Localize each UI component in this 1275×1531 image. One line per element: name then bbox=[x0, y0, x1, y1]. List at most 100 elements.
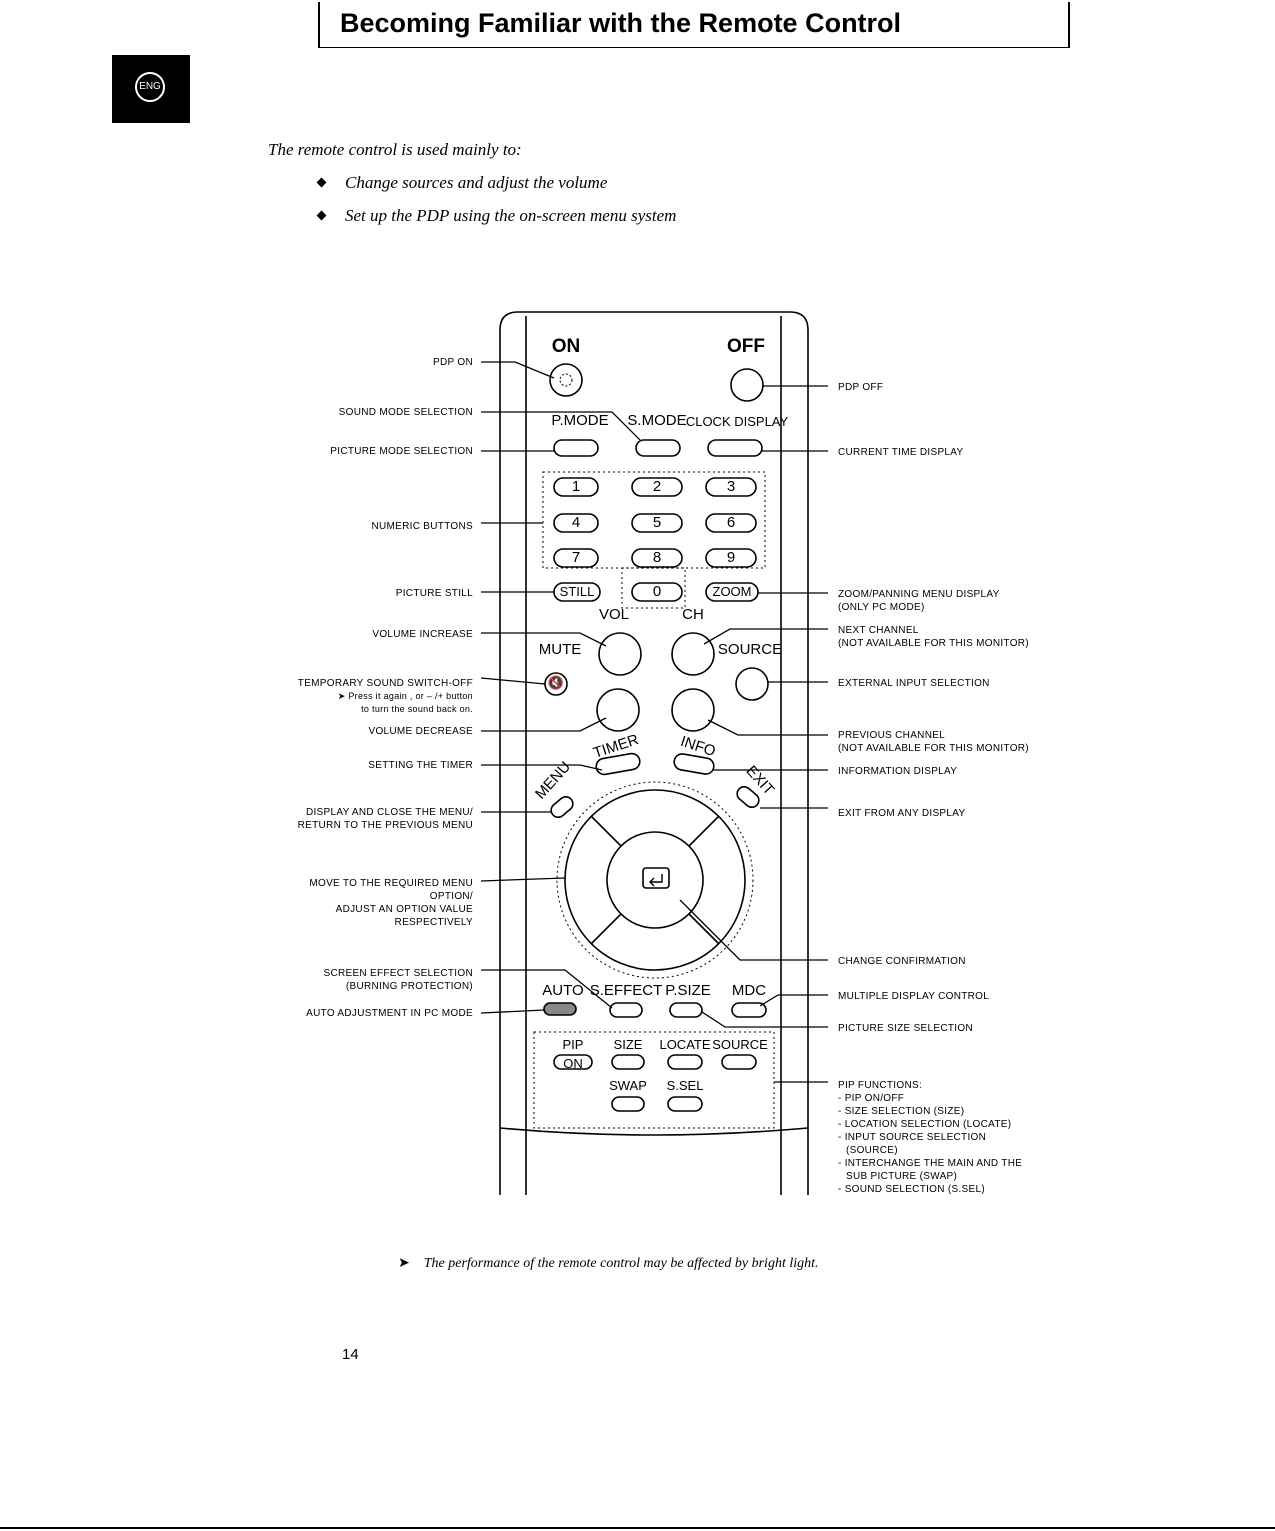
key-0 bbox=[631, 582, 683, 602]
callout-move: MOVE TO THE REQUIRED MENU OPTION/ ADJUST… bbox=[309, 877, 473, 929]
callout-ch-up: NEXT CHANNEL (NOT AVAILABLE FOR THIS MON… bbox=[838, 624, 1029, 650]
mute-label: MUTE bbox=[538, 641, 582, 658]
ch-down-button bbox=[671, 688, 715, 732]
leader-line bbox=[759, 994, 828, 1007]
bullet-text: Set up the PDP using the on-screen menu … bbox=[345, 206, 677, 225]
page-title: Becoming Familiar with the Remote Contro… bbox=[340, 8, 902, 38]
callout-mute-note: ➤ Press it again , or – /+ button bbox=[298, 690, 473, 703]
pip-label: PIP bbox=[562, 1037, 584, 1052]
callout-seffect: SCREEN EFFECT SELECTION (BURNING PROTECT… bbox=[323, 967, 473, 993]
callout-seffect-line: SCREEN EFFECT SELECTION bbox=[323, 968, 473, 979]
remote-lower-curve bbox=[499, 1127, 809, 1136]
callout-pip-line: - SOUND SELECTION (S.SEL) bbox=[838, 1184, 985, 1195]
key-5 bbox=[631, 513, 683, 533]
callout-timer: SETTING THE TIMER bbox=[368, 760, 473, 771]
pmode-label: P.MODE bbox=[551, 412, 609, 429]
swap-label: SWAP bbox=[609, 1078, 647, 1093]
leader-line bbox=[480, 677, 546, 685]
diamond-bullet-icon bbox=[316, 210, 327, 221]
psize-label: P.SIZE bbox=[665, 982, 711, 999]
remote-body-outer bbox=[499, 311, 809, 1195]
callout-clock: CURRENT TIME DISPLAY bbox=[838, 447, 964, 458]
callout-vol-down: VOLUME DECREASE bbox=[368, 726, 473, 737]
callout-pip-line: SUB PICTURE (SWAP) bbox=[846, 1171, 958, 1182]
size-label: SIZE bbox=[613, 1037, 643, 1052]
callout-source: EXTERNAL INPUT SELECTION bbox=[838, 678, 990, 689]
leader-line bbox=[481, 632, 607, 647]
mute-button bbox=[544, 672, 568, 696]
power-on-button bbox=[549, 363, 583, 397]
info-label: INFO bbox=[678, 732, 718, 761]
digit-label: 0 bbox=[652, 583, 662, 600]
footer-note-text: The performance of the remote control ma… bbox=[423, 1256, 819, 1271]
auto-label: AUTO bbox=[542, 982, 584, 999]
dpad-center-ring bbox=[606, 831, 704, 929]
ch-label: CH bbox=[682, 606, 704, 623]
leader-line bbox=[480, 1009, 545, 1014]
leader-line bbox=[701, 1011, 828, 1028]
callout-menu: DISPLAY AND CLOSE THE MENU/ RETURN TO TH… bbox=[298, 806, 473, 832]
pip-source-button bbox=[721, 1054, 757, 1070]
bullet-item: Set up the PDP using the on-screen menu … bbox=[316, 206, 677, 226]
smode-label: S.MODE bbox=[627, 412, 687, 429]
key-2 bbox=[631, 477, 683, 497]
eng-icon: ENG bbox=[135, 72, 165, 102]
key-7 bbox=[553, 548, 599, 568]
clock-button bbox=[707, 439, 763, 457]
exit-label: EXIT bbox=[742, 762, 778, 799]
header-box: Becoming Familiar with the Remote Contro… bbox=[318, 2, 1070, 48]
digit-label: 9 bbox=[726, 549, 736, 566]
still-button bbox=[553, 582, 601, 602]
callout-pdp-off: PDP OFF bbox=[838, 382, 884, 393]
zoom-label: ZOOM bbox=[712, 584, 752, 599]
digit-label: 5 bbox=[652, 514, 662, 531]
callout-mute-title: TEMPORARY SOUND SWITCH-OFF bbox=[297, 678, 473, 689]
callout-pip-line: - INPUT SOURCE SELECTION bbox=[838, 1132, 987, 1143]
leader-line bbox=[703, 628, 828, 645]
vol-up-button bbox=[598, 632, 642, 676]
mdc-button bbox=[731, 1002, 767, 1018]
callout-zoom-line: ZOOM/PANNING MENU DISPLAY bbox=[838, 589, 1000, 600]
callout-menu-line: DISPLAY AND CLOSE THE MENU/ bbox=[305, 807, 473, 818]
ch-up-button bbox=[671, 632, 715, 676]
info-button bbox=[673, 753, 715, 775]
digit-label: 1 bbox=[571, 478, 581, 495]
callout-mdc: MULTIPLE DISPLAY CONTROL bbox=[838, 991, 990, 1002]
leader-line bbox=[481, 969, 613, 1009]
enter-arrow-icon bbox=[649, 874, 663, 887]
callout-pdp-on: PDP ON bbox=[433, 357, 473, 368]
callout-still: PICTURE STILL bbox=[395, 588, 473, 599]
key-3 bbox=[705, 477, 757, 497]
psize-button bbox=[669, 1002, 703, 1018]
footer-note: ➤ The performance of the remote control m… bbox=[398, 1255, 819, 1272]
leader-line bbox=[679, 899, 828, 961]
note-arrow-icon: ➤ bbox=[398, 1256, 410, 1271]
locate-button bbox=[667, 1054, 703, 1070]
digit-label: 3 bbox=[726, 478, 736, 495]
pip-area bbox=[533, 1031, 775, 1129]
on-label: ON bbox=[551, 336, 581, 357]
callout-move-line: OPTION/ bbox=[429, 891, 473, 902]
smode-button bbox=[635, 439, 681, 457]
pmode-button bbox=[553, 439, 599, 457]
power-off-button bbox=[730, 368, 764, 402]
callout-move-line: RESPECTIVELY bbox=[394, 917, 473, 928]
source-button bbox=[735, 667, 769, 701]
ssel-label: S.SEL bbox=[666, 1078, 704, 1093]
callout-ch-down-line: (NOT AVAILABLE FOR THIS MONITOR) bbox=[838, 743, 1029, 754]
timer-button bbox=[595, 752, 641, 776]
dpad-divider bbox=[590, 815, 622, 847]
leader-line bbox=[481, 361, 555, 379]
callout-psize: PICTURE SIZE SELECTION bbox=[838, 1023, 973, 1034]
dpad-divider bbox=[688, 815, 720, 847]
callout-ch-down-line: PREVIOUS CHANNEL bbox=[838, 730, 946, 741]
key-6 bbox=[705, 513, 757, 533]
exit-button bbox=[736, 785, 760, 809]
key-4 bbox=[553, 513, 599, 533]
menu-button bbox=[550, 795, 574, 819]
page-number: 14 bbox=[342, 1346, 359, 1363]
callout-zoom: ZOOM/PANNING MENU DISPLAY (ONLY PC MODE) bbox=[838, 588, 1000, 614]
callout-sound-mode: SOUND MODE SELECTION bbox=[338, 407, 473, 418]
pip-on-button bbox=[553, 1054, 593, 1070]
menu-label: MENU bbox=[531, 758, 575, 803]
